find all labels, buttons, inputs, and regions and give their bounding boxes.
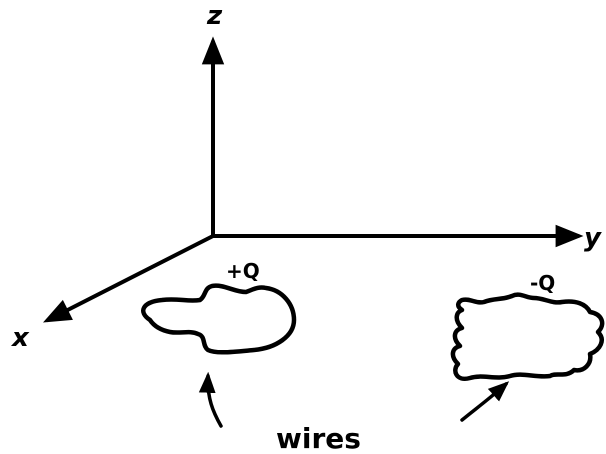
- positive-charge-wire: [141, 283, 297, 355]
- negative-charge-wire: [450, 292, 605, 382]
- negative-wire-pointer-arrow: [460, 381, 510, 422]
- z-axis-label: z: [206, 1, 223, 31]
- x-axis-label: x: [10, 323, 30, 353]
- x-axis: [43, 234, 215, 323]
- positive-charge-label: +Q: [226, 259, 260, 283]
- wires-caption: wires: [276, 422, 361, 454]
- negative-charge-label: -Q: [530, 271, 555, 295]
- positive-wire-pointer-arrow: [198, 371, 223, 428]
- y-axis-label: y: [584, 223, 602, 253]
